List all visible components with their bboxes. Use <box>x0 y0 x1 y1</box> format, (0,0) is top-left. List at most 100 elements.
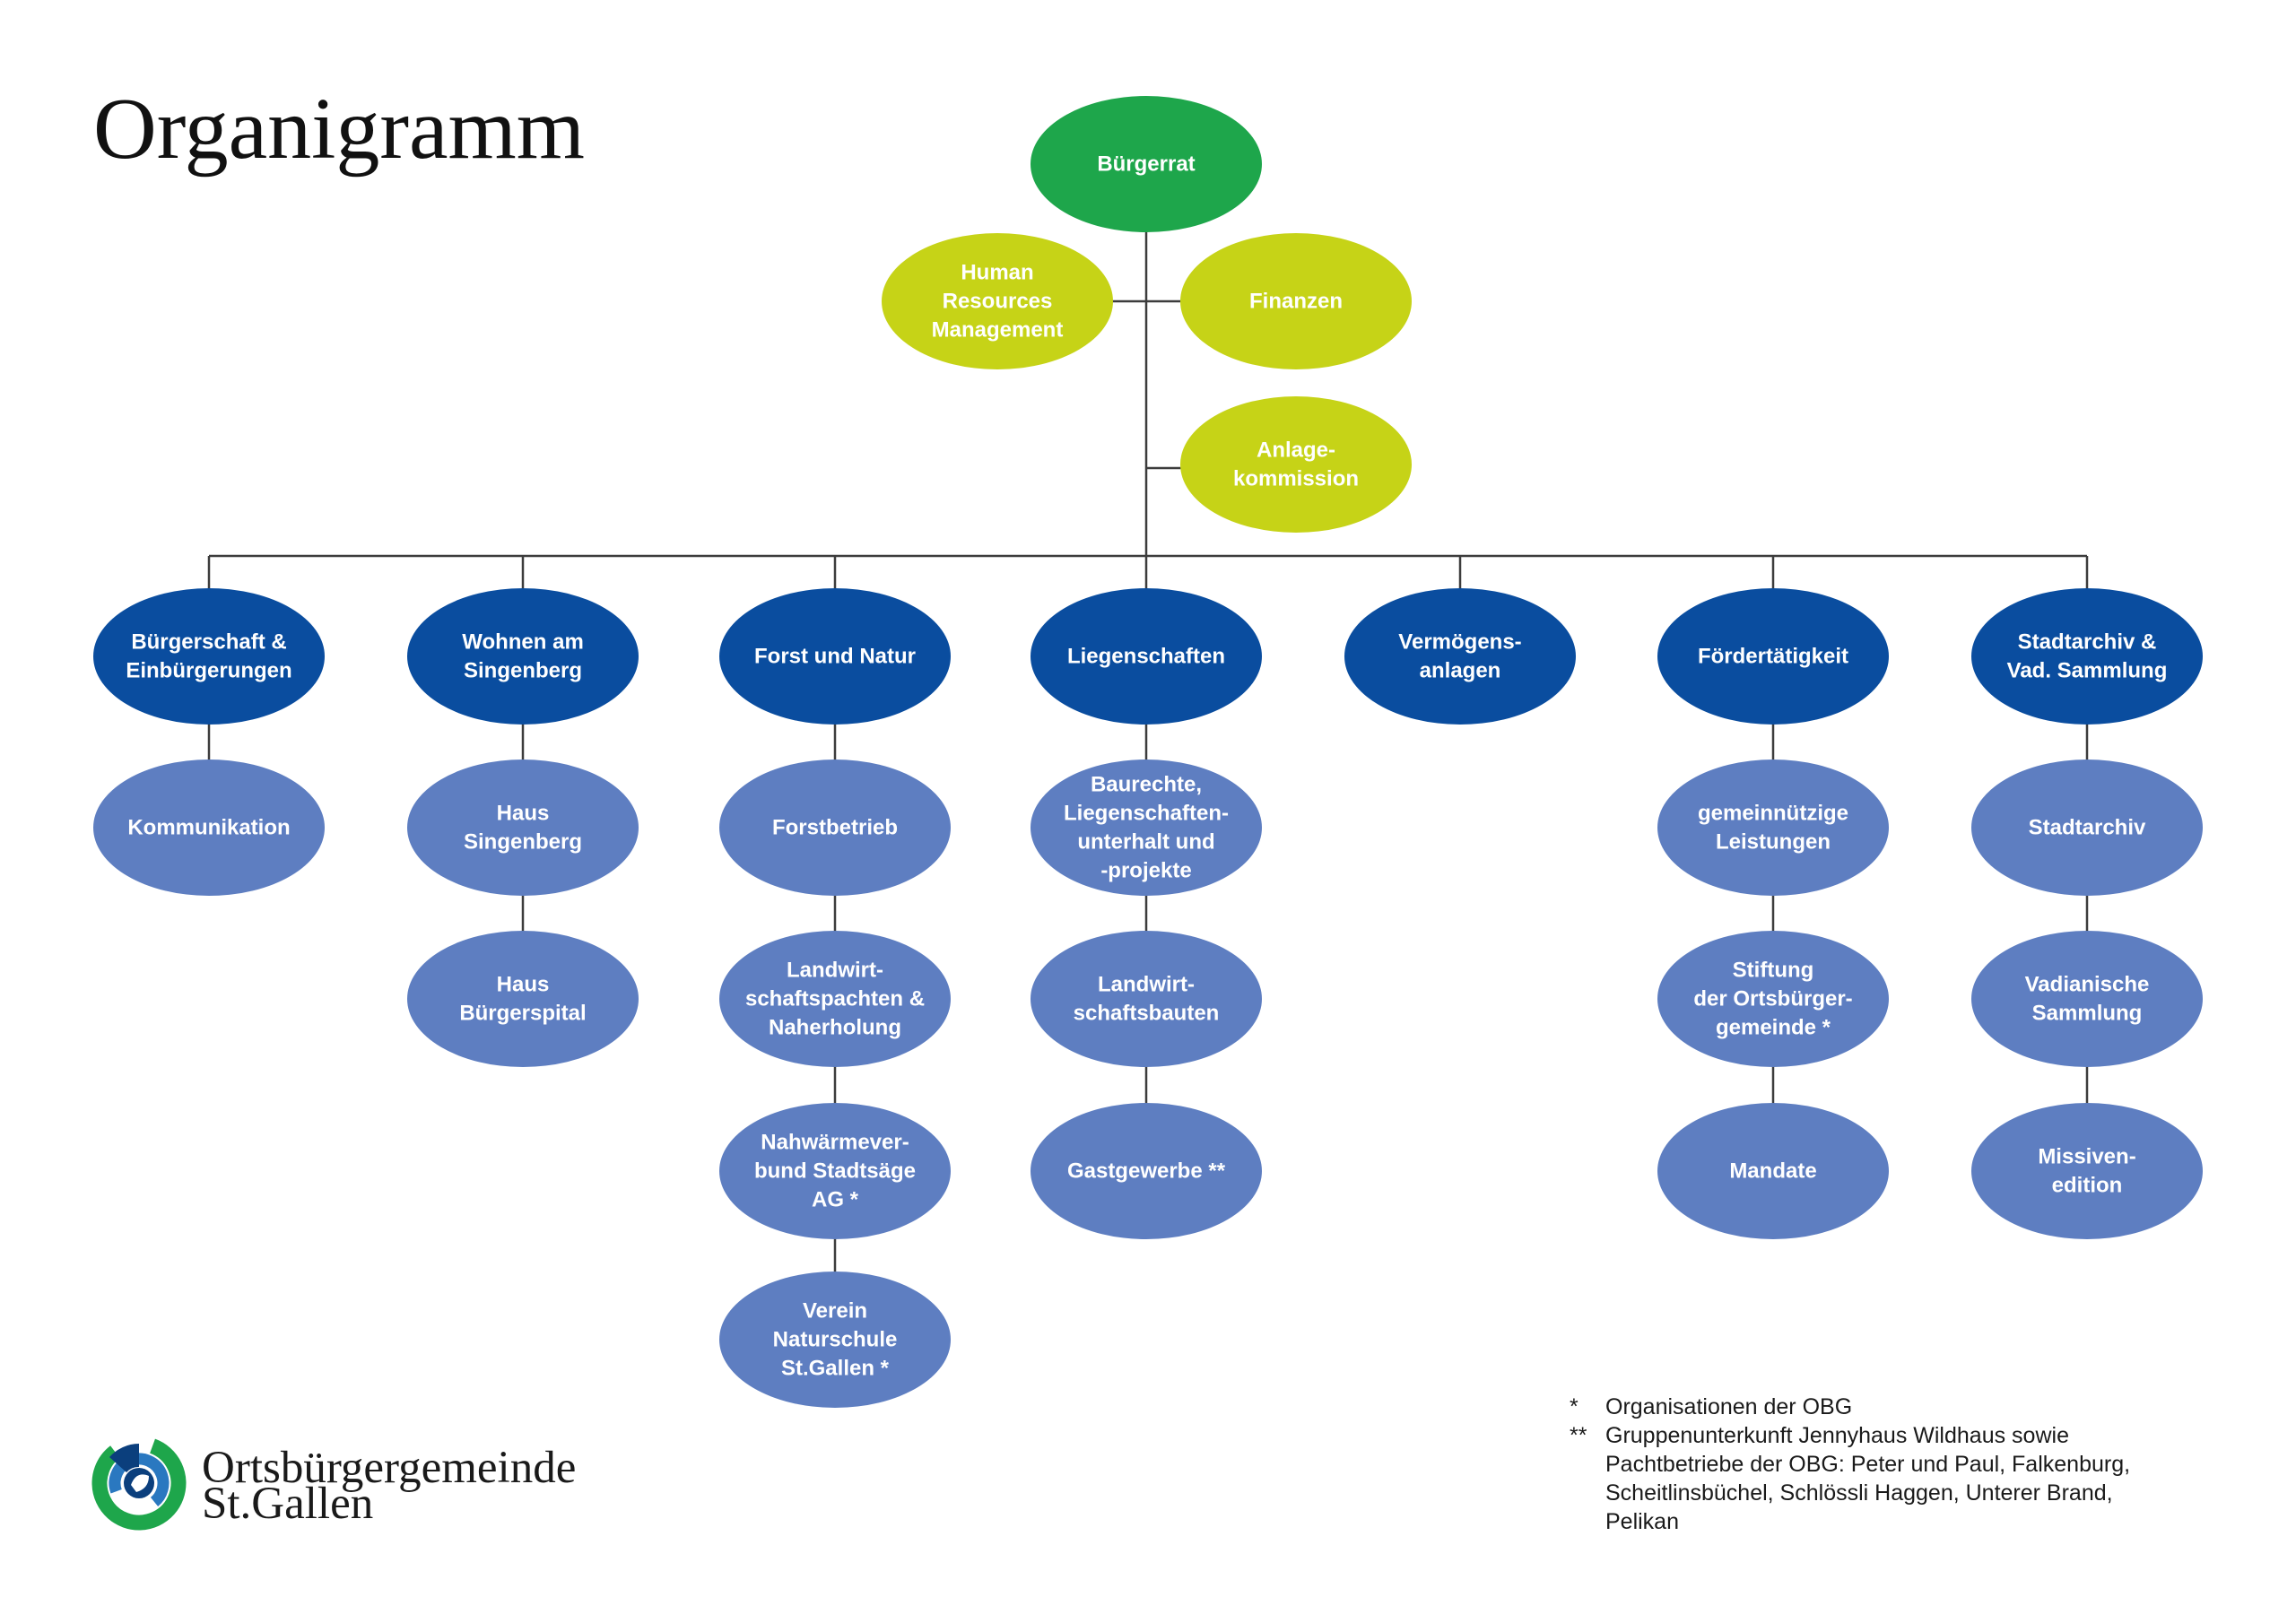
node-vadianische-sammlung: Vadianische Sammlung <box>1971 931 2203 1067</box>
node-label: edition <box>2052 1174 2123 1198</box>
footnote-text: Organisationen der OBG <box>1605 1394 1852 1419</box>
node-label: Landwirt- <box>1098 973 1195 997</box>
node-wohnen-am-singenberg: Wohnen am Singenberg <box>407 588 639 725</box>
node-label: Management <box>932 318 1064 343</box>
node-label: Human <box>961 261 1033 285</box>
node-foerdertaetigkeit: Fördertätigkeit <box>1657 588 1889 725</box>
logo-wordmark-line: Ortsbürgergemeinde <box>202 1443 576 1493</box>
node-mandate: Mandate <box>1657 1103 1889 1239</box>
node-label: -projekte <box>1100 859 1191 883</box>
node-shape <box>719 759 951 896</box>
node-shape <box>407 931 639 1067</box>
node-label: Forstbetrieb <box>772 816 898 840</box>
node-shape <box>1180 233 1412 369</box>
footnote-mark: ** <box>1570 1423 1587 1448</box>
node-nahwaermeverbund-stadtsaege: Nahwärmever- bund Stadtsäge AG * <box>719 1103 951 1239</box>
node-shape <box>1031 759 1262 896</box>
node-haus-buergerspital: Haus Bürgerspital <box>407 931 639 1067</box>
node-kommunikation: Kommunikation <box>93 759 325 896</box>
node-label: Gastgewerbe ** <box>1067 1159 1226 1184</box>
node-label: Einbürgerungen <box>126 659 291 683</box>
node-label: Bürgerschaft & <box>131 630 286 655</box>
node-buergerschaft-einbuergerungen: Bürgerschaft & Einbürgerungen <box>93 588 325 725</box>
node-label: Landwirt- <box>787 959 883 983</box>
node-shape <box>1657 588 1889 725</box>
node-shape <box>719 1103 951 1239</box>
node-label: der Ortsbürger- <box>1693 987 1852 1011</box>
node-label: Stiftung <box>1733 959 1814 983</box>
node-shape <box>93 759 325 896</box>
node-label: Vadianische <box>2025 973 2150 997</box>
footnote-text: Pachtbetriebe der OBG: Peter und Paul, F… <box>1605 1452 2130 1477</box>
node-label: unterhalt und <box>1077 830 1214 855</box>
node-label: Fördertätigkeit <box>1698 645 1848 669</box>
node-label: Leistungen <box>1716 830 1831 855</box>
node-label: Missiven- <box>2038 1145 2135 1169</box>
node-label: Sammlung <box>2032 1002 2143 1026</box>
node-label: Liegenschaften- <box>1064 802 1229 826</box>
node-buergerrat: Bürgerrat <box>1031 96 1262 232</box>
node-shape <box>1971 1103 2203 1239</box>
node-label: Finanzen <box>1249 290 1343 314</box>
node-label: Haus <box>497 802 550 826</box>
node-shape <box>93 588 325 725</box>
node-shape <box>1180 396 1412 533</box>
node-label: Bürgerrat <box>1097 152 1195 177</box>
node-gastgewerbe: Gastgewerbe ** <box>1031 1103 1262 1239</box>
node-liegenschaften: Liegenschaften <box>1031 588 1262 725</box>
node-label: Wohnen am <box>462 630 584 655</box>
node-finanzen: Finanzen <box>1180 233 1412 369</box>
node-label: Resources <box>943 290 1053 314</box>
node-label: Forst und Natur <box>754 645 916 669</box>
logo: Ortsbürgergemeinde St.Gallen <box>91 1436 576 1531</box>
node-landwirtschaftsbauten: Landwirt- schaftsbauten <box>1031 931 1262 1067</box>
logo-wordmark-line: St.Gallen <box>202 1479 373 1529</box>
node-stadtarchiv-vad-sammlung: Stadtarchiv & Vad. Sammlung <box>1971 588 2203 725</box>
node-label: Haus <box>497 973 550 997</box>
node-label: Liegenschaften <box>1067 645 1225 669</box>
node-label: Stadtarchiv <box>2029 816 2146 840</box>
node-label: Singenberg <box>464 830 582 855</box>
node-label: AG * <box>812 1188 859 1212</box>
page-title: Organigramm <box>93 81 585 178</box>
node-label: Anlage- <box>1257 438 1335 463</box>
node-shape <box>1031 931 1262 1067</box>
node-label: Naherholung <box>769 1016 901 1040</box>
node-label: St.Gallen * <box>781 1357 890 1381</box>
node-forst-und-natur: Forst und Natur <box>719 588 951 725</box>
node-shape <box>719 1271 951 1408</box>
node-shape <box>1971 931 2203 1067</box>
node-forstbetrieb: Forstbetrieb <box>719 759 951 896</box>
node-human-resources-management: Human Resources Management <box>882 233 1113 369</box>
node-label: kommission <box>1233 467 1359 491</box>
node-label: gemeinde * <box>1716 1016 1831 1040</box>
node-label: gemeinnützige <box>1698 802 1848 826</box>
footnote-text: Scheitlinsbüchel, Schlössli Haggen, Unte… <box>1605 1480 2113 1506</box>
node-shape <box>1657 759 1889 896</box>
node-label: Vad. Sammlung <box>2007 659 2168 683</box>
node-shape <box>882 233 1113 369</box>
node-label: Kommunikation <box>127 816 290 840</box>
node-anlagekommission: Anlage- kommission <box>1180 396 1412 533</box>
node-label: bund Stadtsäge <box>754 1159 916 1184</box>
node-shape <box>1657 1103 1889 1239</box>
node-shape <box>1971 588 2203 725</box>
footnote-text: Pelikan <box>1605 1509 1679 1534</box>
node-label: anlagen <box>1420 659 1501 683</box>
node-shape <box>1657 931 1889 1067</box>
node-shape <box>1031 96 1262 232</box>
node-label: Verein <box>803 1299 867 1324</box>
node-label: schaftspachten & <box>745 987 925 1011</box>
node-label: Mandate <box>1729 1159 1816 1184</box>
node-gemeinnuetzige-leistungen: gemeinnützige Leistungen <box>1657 759 1889 896</box>
node-label: Vermögens- <box>1398 630 1521 655</box>
node-shape <box>1031 1103 1262 1239</box>
node-label: Bürgerspital <box>459 1002 586 1026</box>
node-label: Baurechte, <box>1091 773 1202 797</box>
node-label: Nahwärmever- <box>761 1131 909 1155</box>
node-shape <box>719 588 951 725</box>
node-shape <box>1031 588 1262 725</box>
node-verein-naturschule: Verein Naturschule St.Gallen * <box>719 1271 951 1408</box>
node-landwirtschaftspachten-naherholung: Landwirt- schaftspachten & Naherholung <box>719 931 951 1067</box>
